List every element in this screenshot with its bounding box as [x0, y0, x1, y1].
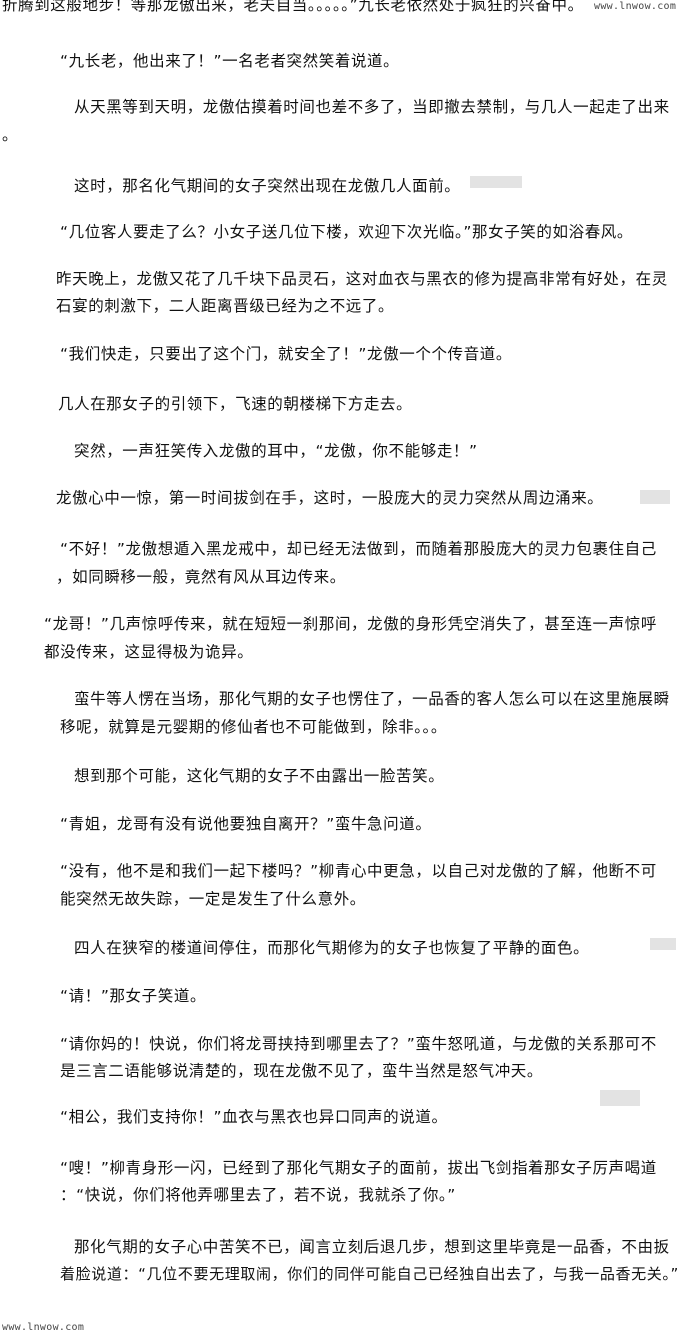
text-line: 那化气期的女子心中苦笑不已，闻言立刻后退几步，想到这里毕竟是一品香，不由扳	[74, 1238, 670, 1256]
scan-speck	[650, 938, 676, 950]
text-line: “龙哥！”几声惊呼传来，就在短短一刹那间，龙傲的身形凭空消失了，甚至连一声惊呼	[44, 615, 657, 633]
text-line: “请你妈的！快说，你们将龙哥挟持到哪里去了？”蛮牛怒吼道，与龙傲的关系那可不	[60, 1035, 657, 1053]
scan-speck	[600, 1090, 640, 1106]
text-line: 石宴的刺激下，二人距离晋级已经为之不远了。	[56, 297, 395, 315]
text-line: “嗖！”柳青身形一闪，已经到了那化气期女子的面前，拔出飞剑指着那女子厉声喝道	[60, 1159, 657, 1177]
text-line: “没有，他不是和我们一起下楼吗？”柳青心中更急，以自己对龙傲的了解，他断不可	[60, 862, 657, 880]
text-line: 几人在那女子的引领下，飞速的朝楼梯下方走去。	[58, 395, 413, 413]
text-line: 能突然无故失踪，一定是发生了什么意外。	[60, 890, 366, 908]
text-line: 突然，一声狂笑传入龙傲的耳中，“龙傲，你不能够走！”	[74, 442, 478, 460]
text-line: 。	[2, 126, 19, 144]
text-line: “不好！”龙傲想遁入黑龙戒中，却已经无法做到，而随着那股庞大的灵力包裹住自己	[60, 540, 657, 558]
scan-speck	[640, 490, 670, 504]
scan-speck	[470, 176, 522, 188]
text-line: 是三言二语能够说清楚的，现在龙傲不见了，蛮牛当然是怒气冲天。	[60, 1062, 544, 1080]
text-line: 龙傲心中一惊，第一时间拔剑在手，这时，一股庞大的灵力突然从周边涌来。	[56, 489, 604, 507]
text-line: “青姐，龙哥有没有说他要独自离开？”蛮牛急问道。	[60, 815, 432, 833]
text-line: “我们快走，只要出了这个门，就安全了！”龙傲一个个传音道。	[60, 345, 512, 363]
text-line: 四人在狭窄的楼道间停住，而那化气期修为的女子也恢复了平静的面色。	[74, 939, 590, 957]
text-line: 昨天晚上，龙傲又花了几千块下品灵石，这对血衣与黑衣的修为提高非常有好处，在灵	[56, 270, 668, 288]
text-line: 着脸说道：“几位不要无理取闹，你们的同伴可能自己已经独自出去了，与我一品香无关。…	[60, 1265, 679, 1283]
text-line: “相公，我们支持你！”血衣与黑衣也异口同声的说道。	[60, 1108, 448, 1126]
text-line: 想到那个可能，这化气期的女子不由露出一脸苦笑。	[74, 767, 445, 785]
text-line: 这时，那名化气期间的女子突然出现在龙傲几人面前。	[74, 177, 461, 195]
text-line: ，如同瞬移一般，竟然有风从耳边传来。	[56, 568, 346, 586]
text-line: “九长老，他出来了！”一名老者突然笑着说道。	[60, 52, 400, 70]
text-line: ：“快说，你们将他弄哪里去了，若不说，我就杀了你。”	[60, 1186, 456, 1204]
text-line: 从天黑等到天明，龙傲估摸着时间也差不多了，当即撤去禁制，与几人一起走了出来	[74, 98, 670, 116]
text-line: 都没传来，这显得极为诡异。	[44, 643, 254, 661]
watermark-top: www.lnwow.com	[594, 1, 677, 12]
text-line: 折腾到这般地步！等那龙傲出来，老夫自当。。。。。”九长老依然处于疯狂的兴奋中。	[2, 0, 584, 14]
text-line: 蛮牛等人愣在当场，那化气期的女子也愣住了，一品香的客人怎么可以在这里施展瞬	[74, 690, 670, 708]
watermark-bottom: www.lnwow.com	[2, 1322, 85, 1333]
text-line: “几位客人要走了么？小女子送几位下楼，欢迎下次光临。”那女子笑的如浴春风。	[60, 223, 634, 241]
text-line: 移呢，就算是元婴期的修仙者也不可能做到，除非。。。	[60, 718, 448, 736]
text-line: “请！”那女子笑道。	[60, 987, 207, 1005]
